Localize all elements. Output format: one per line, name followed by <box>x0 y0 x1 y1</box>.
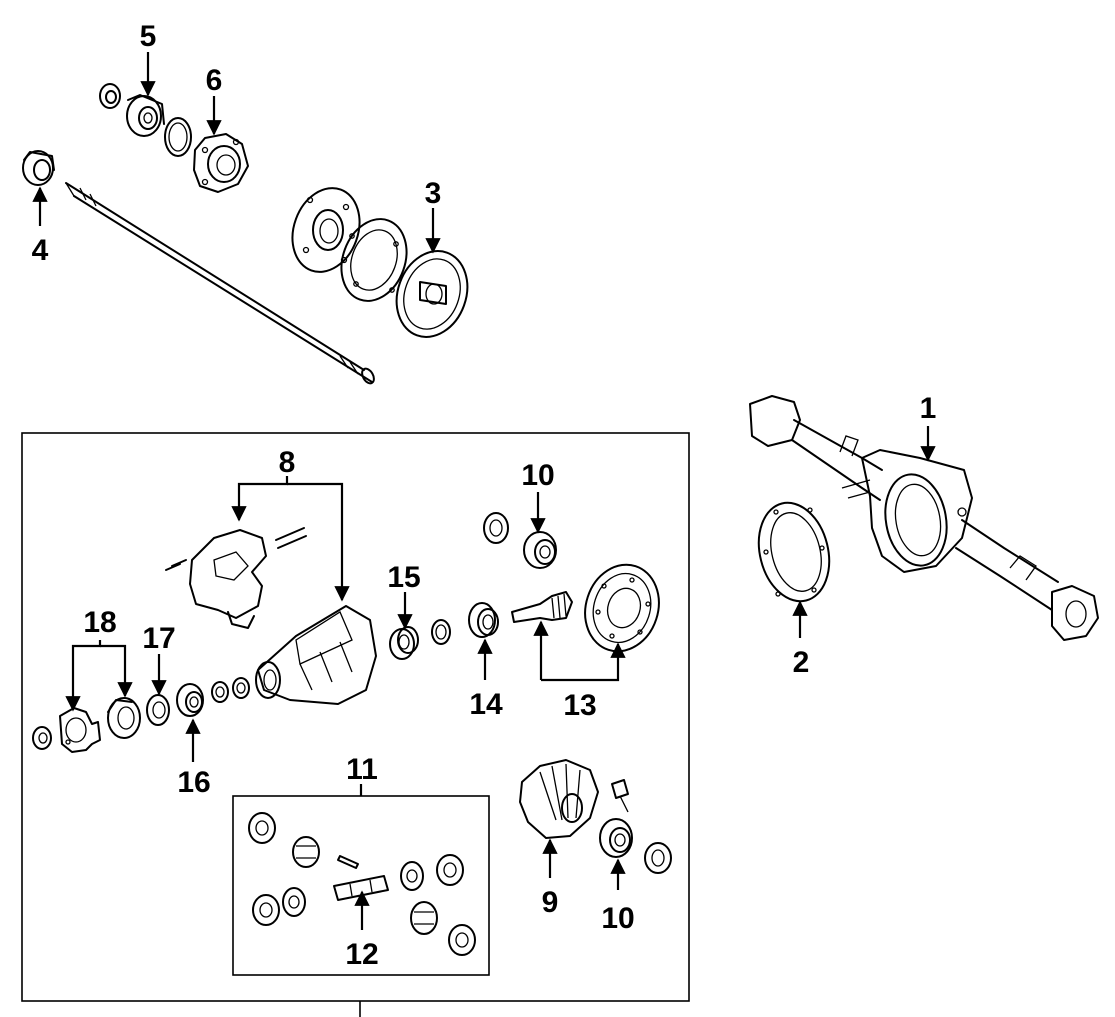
companion-flange-part-18 <box>59 707 101 753</box>
brake-plate <box>395 250 469 338</box>
axle-housing-part-1 <box>749 395 1099 641</box>
housing-gasket-part-2 <box>757 501 831 603</box>
callout-13: 13 <box>563 689 596 722</box>
shim <box>431 619 451 645</box>
pinion-gear-upper <box>292 836 320 868</box>
callout-17: 17 <box>142 622 175 655</box>
callout-6: 6 <box>206 64 223 97</box>
front-bearing-part-16 <box>176 683 204 717</box>
companion-flange-nut <box>32 726 52 750</box>
pinion-gear-right-upper <box>400 861 424 891</box>
leader-lines <box>32 52 936 930</box>
ring-gear-part-13 <box>584 563 660 653</box>
pinion-shaft-part-12 <box>333 875 389 901</box>
oil-seal-part-4 <box>22 150 55 186</box>
differential-case-part-9 <box>519 759 629 839</box>
side-gear-right-upper <box>436 854 464 886</box>
oil-seal-part-17 <box>146 694 170 726</box>
callout-15: 15 <box>387 561 420 594</box>
drive-pinion-part-13 <box>511 591 573 623</box>
side-gear-lower-left <box>252 894 280 926</box>
callout-9: 9 <box>542 886 559 919</box>
callout-18: 18 <box>83 606 116 639</box>
callout-2: 2 <box>793 646 810 679</box>
differential-carrier-part-8 <box>255 605 377 705</box>
callout-12: 12 <box>345 938 378 971</box>
side-gear-right-lower <box>448 924 476 956</box>
callout-5: 5 <box>140 20 157 53</box>
callout-8: 8 <box>279 446 296 479</box>
gasket <box>340 218 408 302</box>
pinion-gear-lower <box>282 887 306 917</box>
side-bearing-upper-part-10 <box>483 512 557 569</box>
backing-plate-part-3 <box>291 187 361 273</box>
bearing-caps-part-8 <box>165 527 307 629</box>
axle-shaft <box>65 182 375 385</box>
bearing-retainer-part-6 <box>193 133 249 193</box>
callout-11: 11 <box>346 753 378 786</box>
spacer-ring <box>99 83 121 109</box>
bearing-part-5 <box>126 94 165 137</box>
pinion-gear-right-lower <box>410 901 438 935</box>
callout-16: 16 <box>177 766 210 799</box>
callout-14: 14 <box>469 688 503 721</box>
dust-deflector-part-18 <box>107 697 141 739</box>
washer-small-a <box>211 681 229 703</box>
callout-4: 4 <box>32 234 49 267</box>
callout-10-upper: 10 <box>521 459 554 492</box>
side-gear-upper-left <box>248 812 276 844</box>
pinion-shaft-pin <box>337 855 359 869</box>
differential-group-frame <box>21 432 690 1002</box>
callout-10-lower: 10 <box>601 902 634 935</box>
snap-ring <box>164 117 192 157</box>
collapsible-spacer-part-15 <box>389 626 419 660</box>
callout-1: 1 <box>920 392 937 425</box>
callout-3: 3 <box>425 177 442 210</box>
side-bearing-lower-part-10 <box>599 818 672 874</box>
pinion-bearing-part-14 <box>468 602 499 638</box>
washer-small-b <box>232 677 250 699</box>
